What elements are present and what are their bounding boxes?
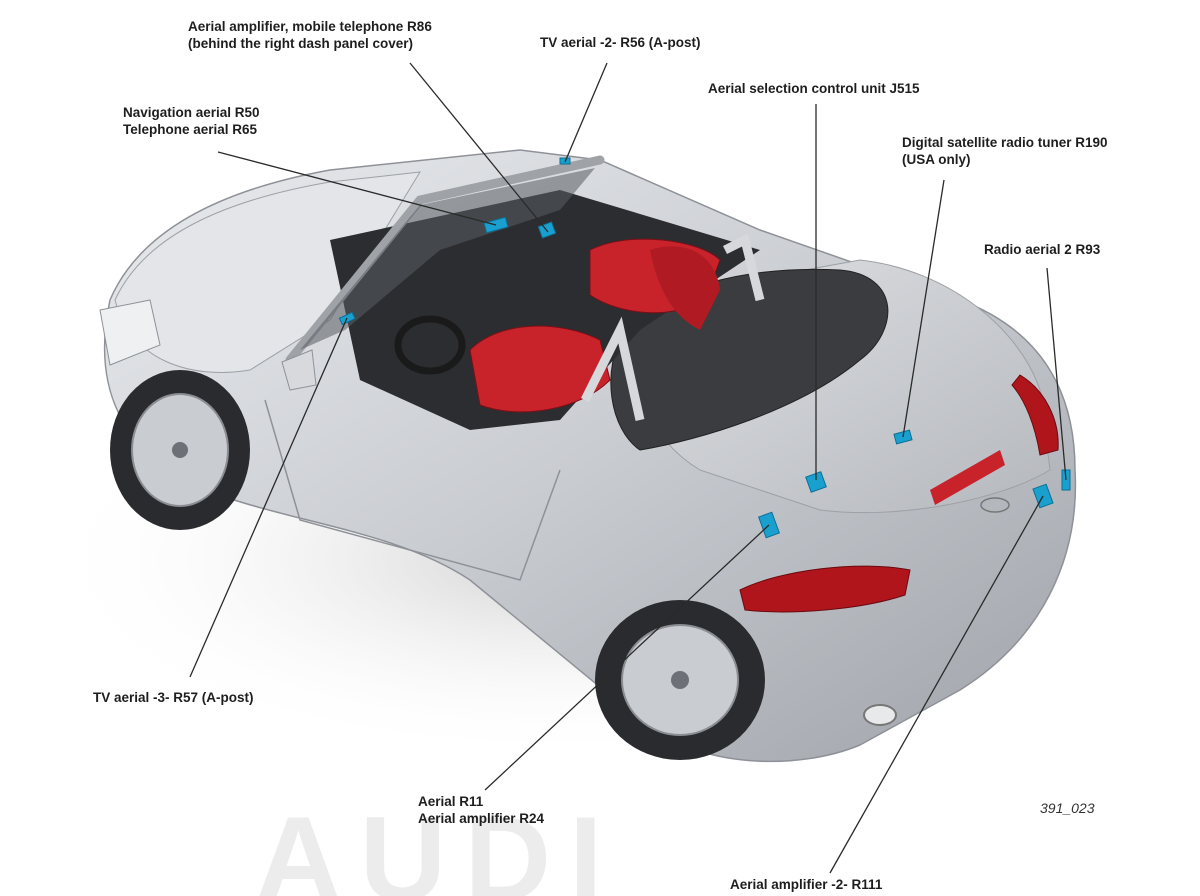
- label-r57: TV aerial -3- R57 (A-post): [93, 690, 254, 705]
- label-r111: Aerial amplifier -2- R111: [730, 877, 883, 892]
- label-j515: Aerial selection control unit J515: [708, 81, 920, 96]
- module-j515: [805, 471, 827, 493]
- label-r93: Radio aerial 2 R93: [984, 242, 1101, 257]
- figure-number: 391_023: [1040, 800, 1095, 816]
- door-line: [264, 399, 561, 581]
- label-r56: TV aerial -2- R56 (A-post): [540, 35, 701, 50]
- taillight-left: [739, 565, 911, 613]
- leader-r56: [564, 62, 608, 163]
- leader-r86: [409, 62, 549, 233]
- audi-watermark: AUDI: [255, 792, 620, 896]
- roll-bar-right: [722, 233, 765, 302]
- seat-back-right: [650, 246, 720, 330]
- taillight-right: [1011, 374, 1059, 456]
- windshield: [300, 168, 595, 350]
- leader-r57: [189, 317, 348, 678]
- exhaust-pipe: [863, 704, 897, 726]
- rear-badge: [980, 497, 1010, 513]
- label-r190: Digital satellite radio tuner R190 (USA …: [902, 135, 1108, 167]
- seat-left: [469, 325, 611, 413]
- wheel-front: [110, 370, 250, 530]
- label-r11-r24: Aerial R11 Aerial amplifier R24: [418, 794, 545, 826]
- leader-r111: [829, 495, 1044, 874]
- leader-r190: [902, 179, 945, 438]
- side-mirror: [281, 349, 317, 391]
- leader-r50-r65: [217, 151, 497, 226]
- label-r50-r65: Navigation aerial R50 Telephone aerial R…: [123, 105, 260, 137]
- wheel-rear: [595, 600, 765, 760]
- leader-r93: [1046, 267, 1067, 481]
- leader-r11-r24: [484, 524, 770, 791]
- brake-light: [930, 450, 1005, 505]
- roll-bar-left: [580, 316, 645, 421]
- steering-wheel: [394, 315, 466, 375]
- windshield-frame: [285, 155, 605, 365]
- headlight: [99, 299, 161, 366]
- svg-text:AUDI: AUDI: [255, 792, 620, 896]
- label-r86: Aerial amplifier, mobile telephone R86 (…: [188, 19, 432, 51]
